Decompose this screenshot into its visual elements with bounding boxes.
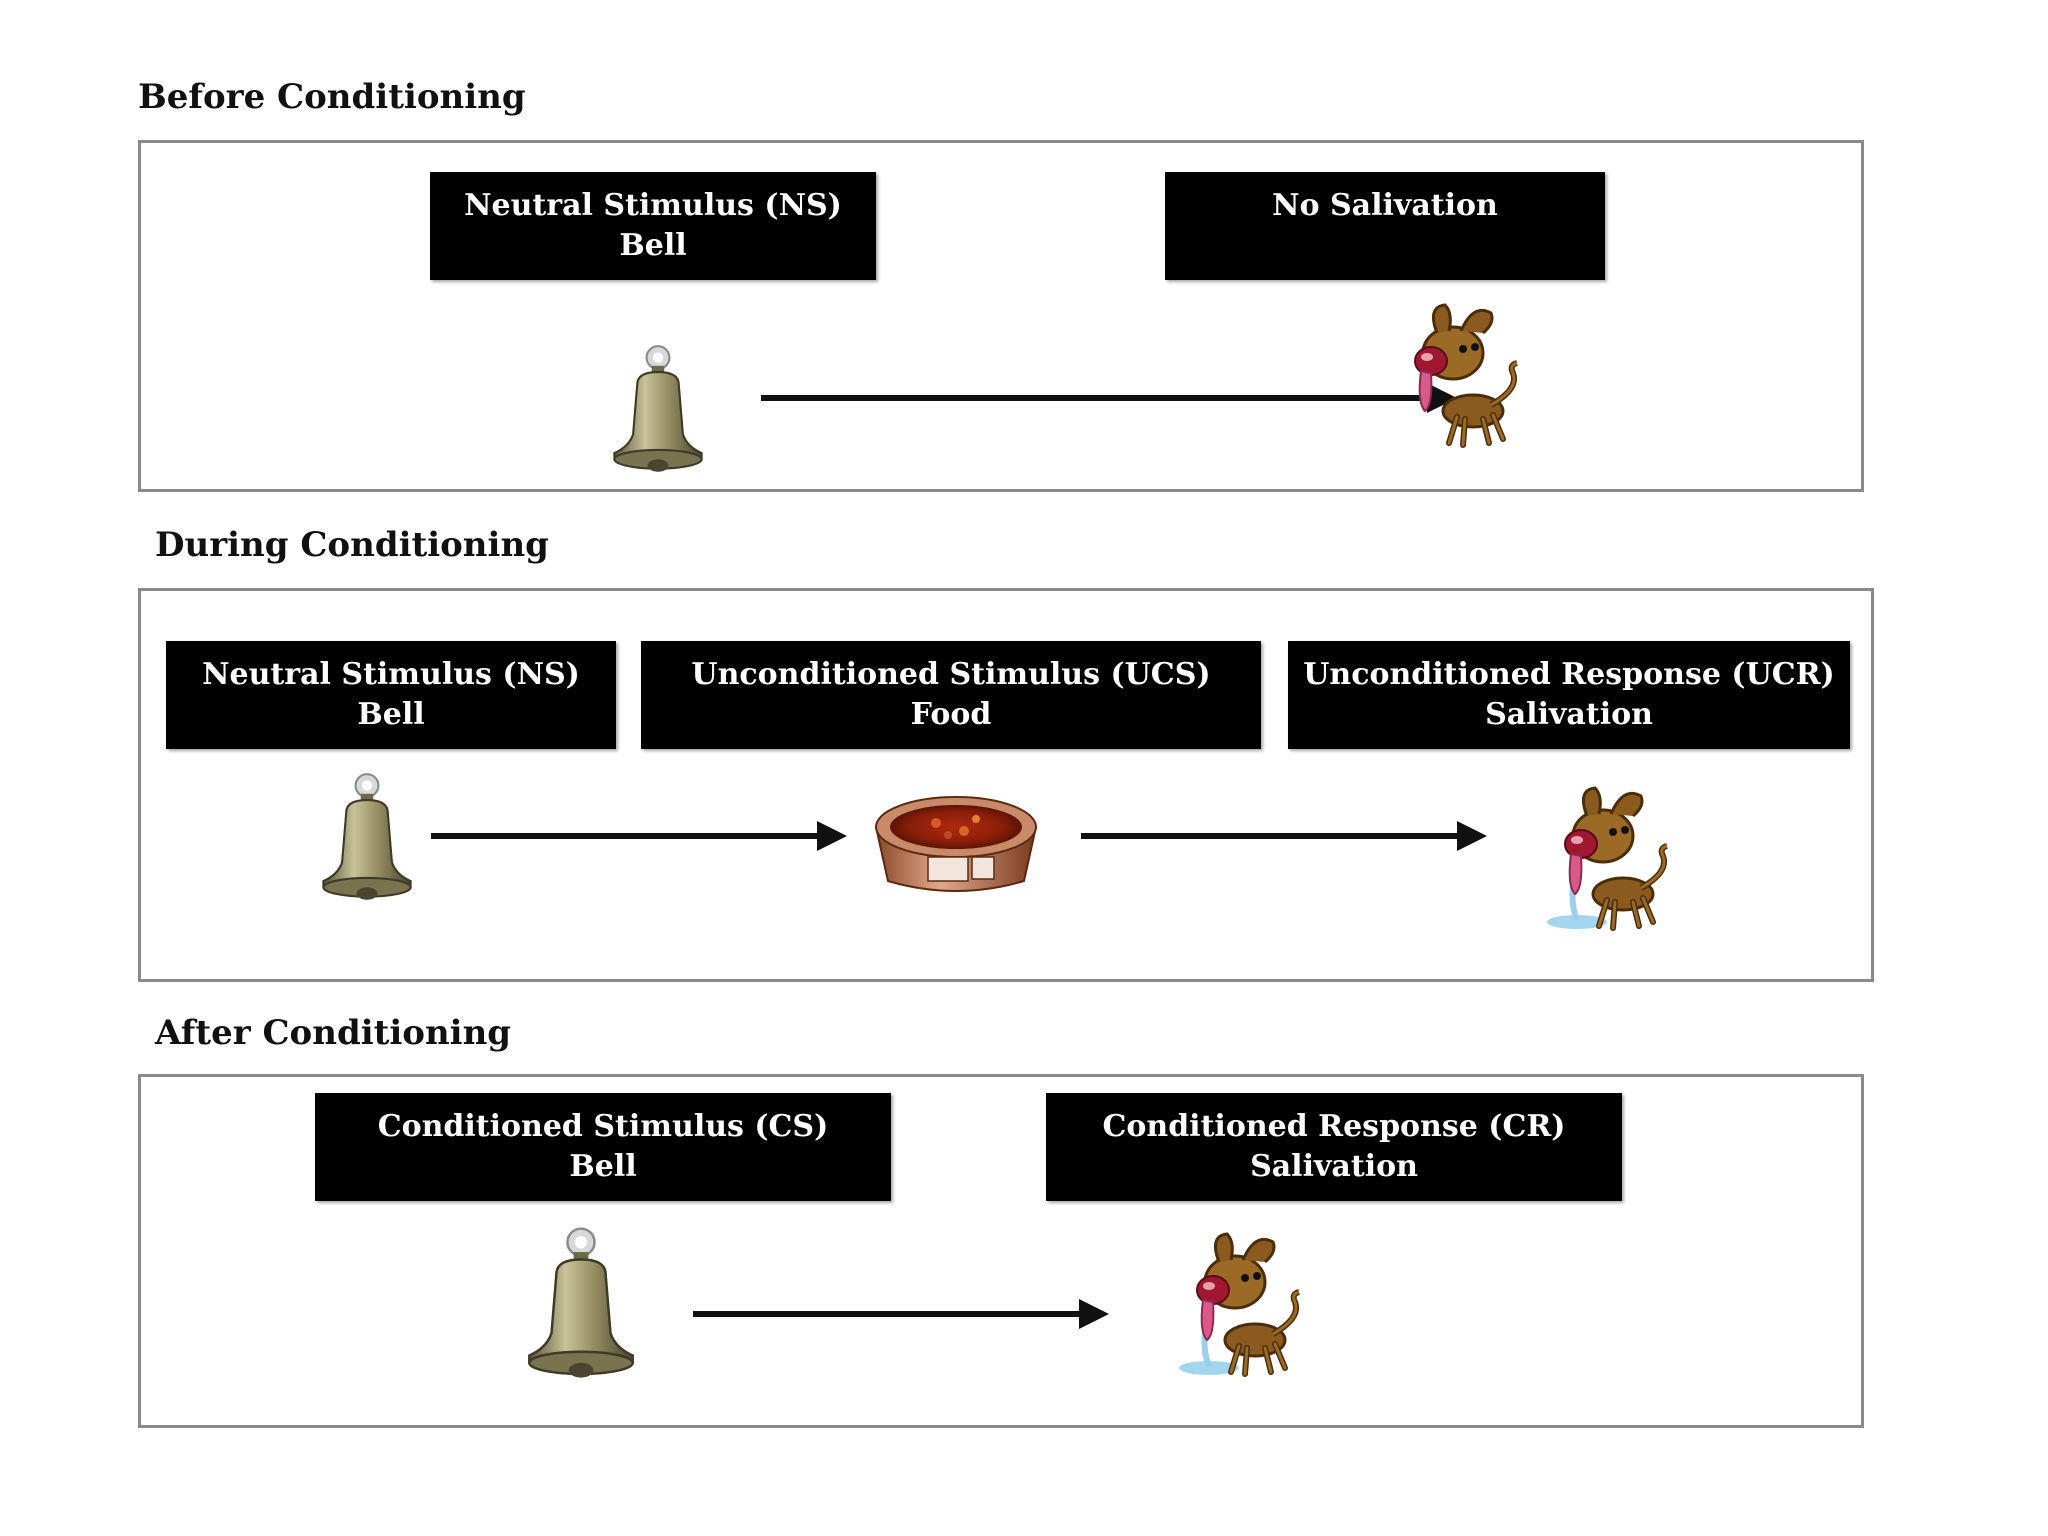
conditioned-response-label-line2: Salivation [1250, 1149, 1418, 1184]
dog-icon [1541, 776, 1681, 936]
conditioned-response-label-line1: Conditioned Response (CR) [1102, 1109, 1566, 1144]
dog-icon [1173, 1222, 1313, 1382]
arrow-icon [1081, 821, 1487, 851]
arrow-icon [761, 383, 1457, 413]
before-conditioning-panel: Neutral Stimulus (NS) Bell No Salivation [138, 140, 1864, 492]
dog-icon [1391, 293, 1531, 453]
conditioned-response-label: Conditioned Response (CR) Salivation [1046, 1093, 1622, 1201]
food-bowl-icon [866, 777, 1046, 907]
neutral-stimulus-label: Neutral Stimulus (NS) Bell [166, 641, 616, 749]
bell-icon [519, 1225, 643, 1385]
neutral-stimulus-label-line1: Neutral Stimulus (NS) [464, 188, 842, 223]
unconditioned-stimulus-label-line2: Food [910, 697, 992, 732]
no-salivation-label: No Salivation [1165, 172, 1605, 280]
neutral-stimulus-label-line2: Bell [619, 228, 687, 263]
unconditioned-response-label-line2: Salivation [1485, 697, 1653, 732]
during-conditioning-panel: Neutral Stimulus (NS) Bell Unconditioned… [138, 588, 1874, 982]
neutral-stimulus-label-line1: Neutral Stimulus (NS) [202, 657, 580, 692]
during-conditioning-title: During Conditioning [155, 525, 549, 565]
unconditioned-stimulus-label: Unconditioned Stimulus (UCS) Food [641, 641, 1261, 749]
after-conditioning-title: After Conditioning [155, 1013, 512, 1053]
neutral-stimulus-label-line2: Bell [357, 697, 425, 732]
bell-icon [606, 343, 710, 478]
arrow-icon [693, 1299, 1109, 1329]
unconditioned-response-label-line1: Unconditioned Response (UCR) [1303, 657, 1835, 692]
before-conditioning-title: Before Conditioning [138, 77, 526, 117]
arrow-icon [431, 821, 847, 851]
neutral-stimulus-label: Neutral Stimulus (NS) Bell [430, 172, 876, 280]
after-conditioning-panel: Conditioned Stimulus (CS) Bell Condition… [138, 1074, 1864, 1428]
no-salivation-label-line1: No Salivation [1272, 188, 1498, 223]
unconditioned-stimulus-label-line1: Unconditioned Stimulus (UCS) [691, 657, 1211, 692]
unconditioned-response-label: Unconditioned Response (UCR) Salivation [1288, 641, 1850, 749]
conditioned-stimulus-label-line1: Conditioned Stimulus (CS) [377, 1109, 829, 1144]
conditioned-stimulus-label: Conditioned Stimulus (CS) Bell [315, 1093, 891, 1201]
conditioned-stimulus-label-line2: Bell [569, 1149, 637, 1184]
bell-icon [315, 771, 419, 906]
